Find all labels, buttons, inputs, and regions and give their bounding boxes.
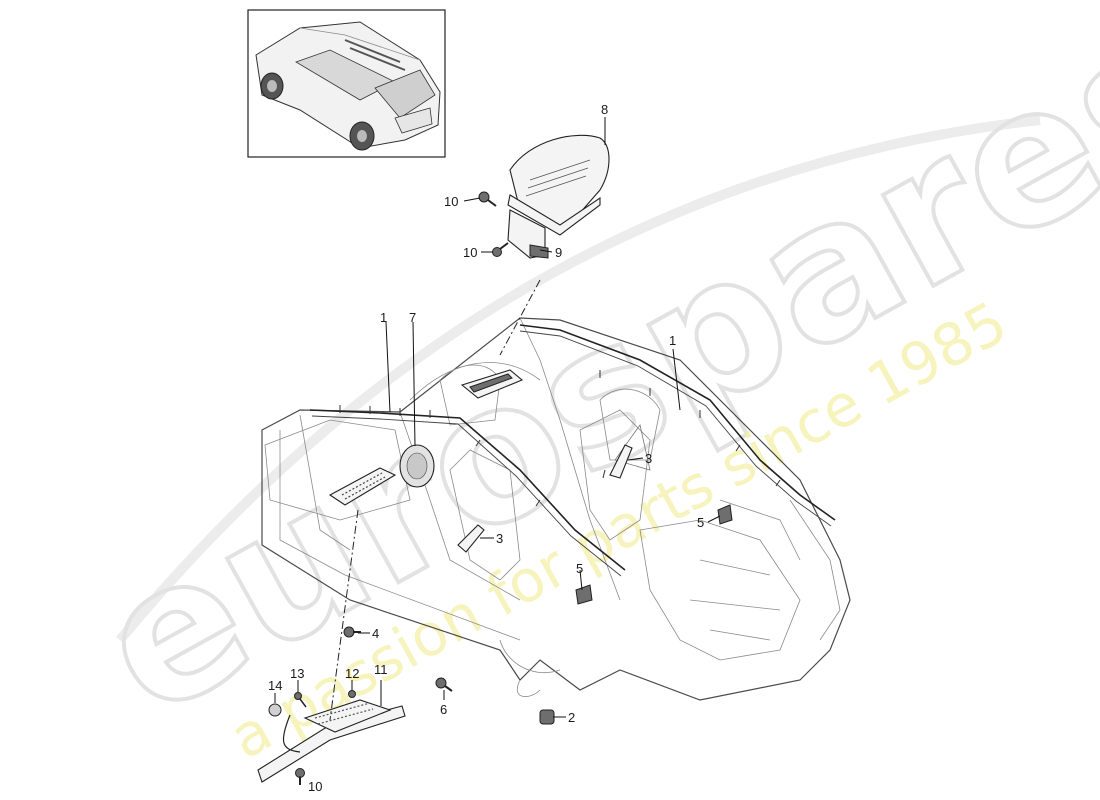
side-airbag-rear [602,444,633,479]
vehicle-thumbnail [247,9,446,158]
callout-1-left: 1 [380,310,387,325]
callout-6: 6 [440,702,447,717]
callout-9: 9 [555,245,562,260]
screw-10-top [478,191,497,207]
screw-6 [435,677,453,692]
callout-10-mid: 10 [463,245,477,260]
crash-sensor-c-pillar [717,504,733,525]
watermark: eurospares a passion for parts since 198… [63,0,1100,772]
screw-4 [343,626,361,638]
callout-10-bottom: 10 [308,779,322,794]
callout-3-front: 3 [496,531,503,546]
screw-10-mid [492,242,509,257]
callout-14: 14 [268,678,282,693]
crash-sensor-b-pillar [575,584,593,605]
bolt-13 [294,692,307,708]
callout-labels: 1 1 2 3 3 4 5 5 6 7 8 9 10 10 10 11 12 1… [268,102,704,794]
callout-13: 13 [290,666,304,681]
callout-11: 11 [374,662,388,677]
callout-5-c-pillar: 5 [697,515,704,530]
callout-7: 7 [409,310,416,325]
passenger-airbag-module [507,134,610,236]
callout-2: 2 [568,710,575,725]
side-airbag-front [457,524,485,553]
knee-airbag-module [257,699,406,783]
suv-thumbnail-drawing [255,21,441,151]
callout-10-top: 10 [444,194,458,209]
curtain-airbag-roof-rail [309,324,836,577]
steering-wheel-airbag [399,444,435,488]
nut-12 [348,690,356,698]
callout-8: 8 [601,102,608,117]
connector-14 [268,703,282,717]
passenger-airbag-housing [460,369,524,399]
callout-12: 12 [345,666,359,681]
callout-5-b-pillar: 5 [576,561,583,576]
callout-3-rear: 3 [645,451,652,466]
car-body-shell [261,317,851,701]
clip-2 [539,709,555,725]
callout-4: 4 [372,626,379,641]
knee-airbag [328,467,397,506]
airbag-bracket [507,209,549,259]
callout-1-right: 1 [669,333,676,348]
leader-lines [274,117,721,781]
